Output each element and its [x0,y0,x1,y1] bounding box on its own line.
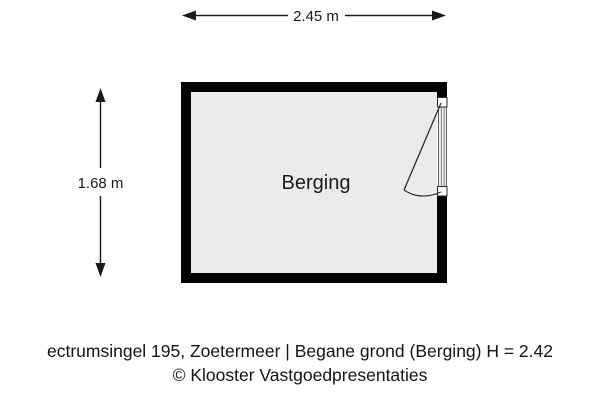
door-jamb-bottom [437,186,448,197]
room-berging: Berging [181,82,448,283]
door-jamb-top [437,97,448,108]
height-dimension-group: 1.68 m [78,88,124,277]
arrow-head-up-icon [95,88,106,102]
room-label: Berging [282,172,351,194]
door-swing-leaf-line [403,102,442,191]
height-dimension-label: 1.68 m [78,175,124,192]
door-swing-arc-icon [403,189,442,197]
caption-copyright-line: © Klooster Vastgoedpresentaties [172,365,428,385]
arrow-head-down-icon [95,263,106,277]
arrow-head-right-icon [432,10,446,21]
width-dimension-label: 2.45 m [293,8,339,25]
door-leaf-panel [438,102,447,192]
floorplan-drawing: 2.45 m 1.68 m [78,8,448,283]
width-dimension-group: 2.45 m [182,8,446,25]
door-leaf-icon [438,102,447,192]
arrow-head-left-icon [182,10,196,21]
room-floor [191,92,437,273]
caption-block: ectrumsingel 195, Zoetermeer | Begane gr… [0,340,600,387]
caption-address-line: ectrumsingel 195, Zoetermeer | Begane gr… [46,341,553,361]
